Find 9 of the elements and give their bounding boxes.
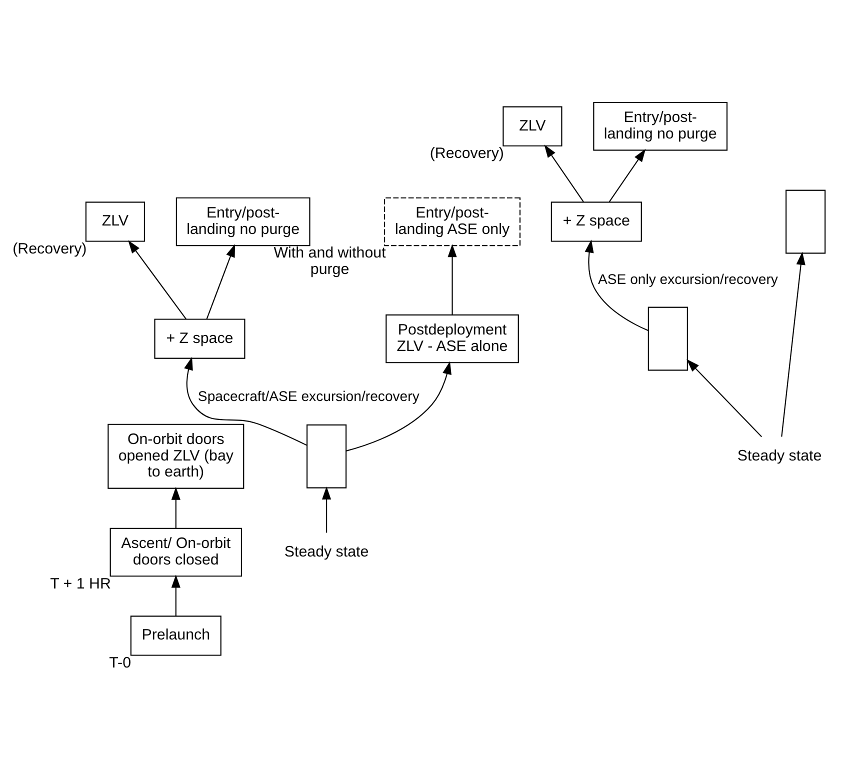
edge-label: Spacecraft/ASE excursion/recovery	[197, 387, 419, 404]
node-text: Steady state	[736, 446, 822, 464]
node-label: With and without purge	[273, 244, 386, 278]
node-label: T + 1 HR	[50, 574, 110, 592]
node-label: T-0	[108, 654, 131, 671]
node-label: (Recovery)	[429, 144, 504, 162]
node-text: Steady state	[284, 542, 368, 560]
edge-label: ASE only excursion/recovery	[597, 270, 778, 286]
node-label: (Recovery)	[12, 240, 86, 257]
